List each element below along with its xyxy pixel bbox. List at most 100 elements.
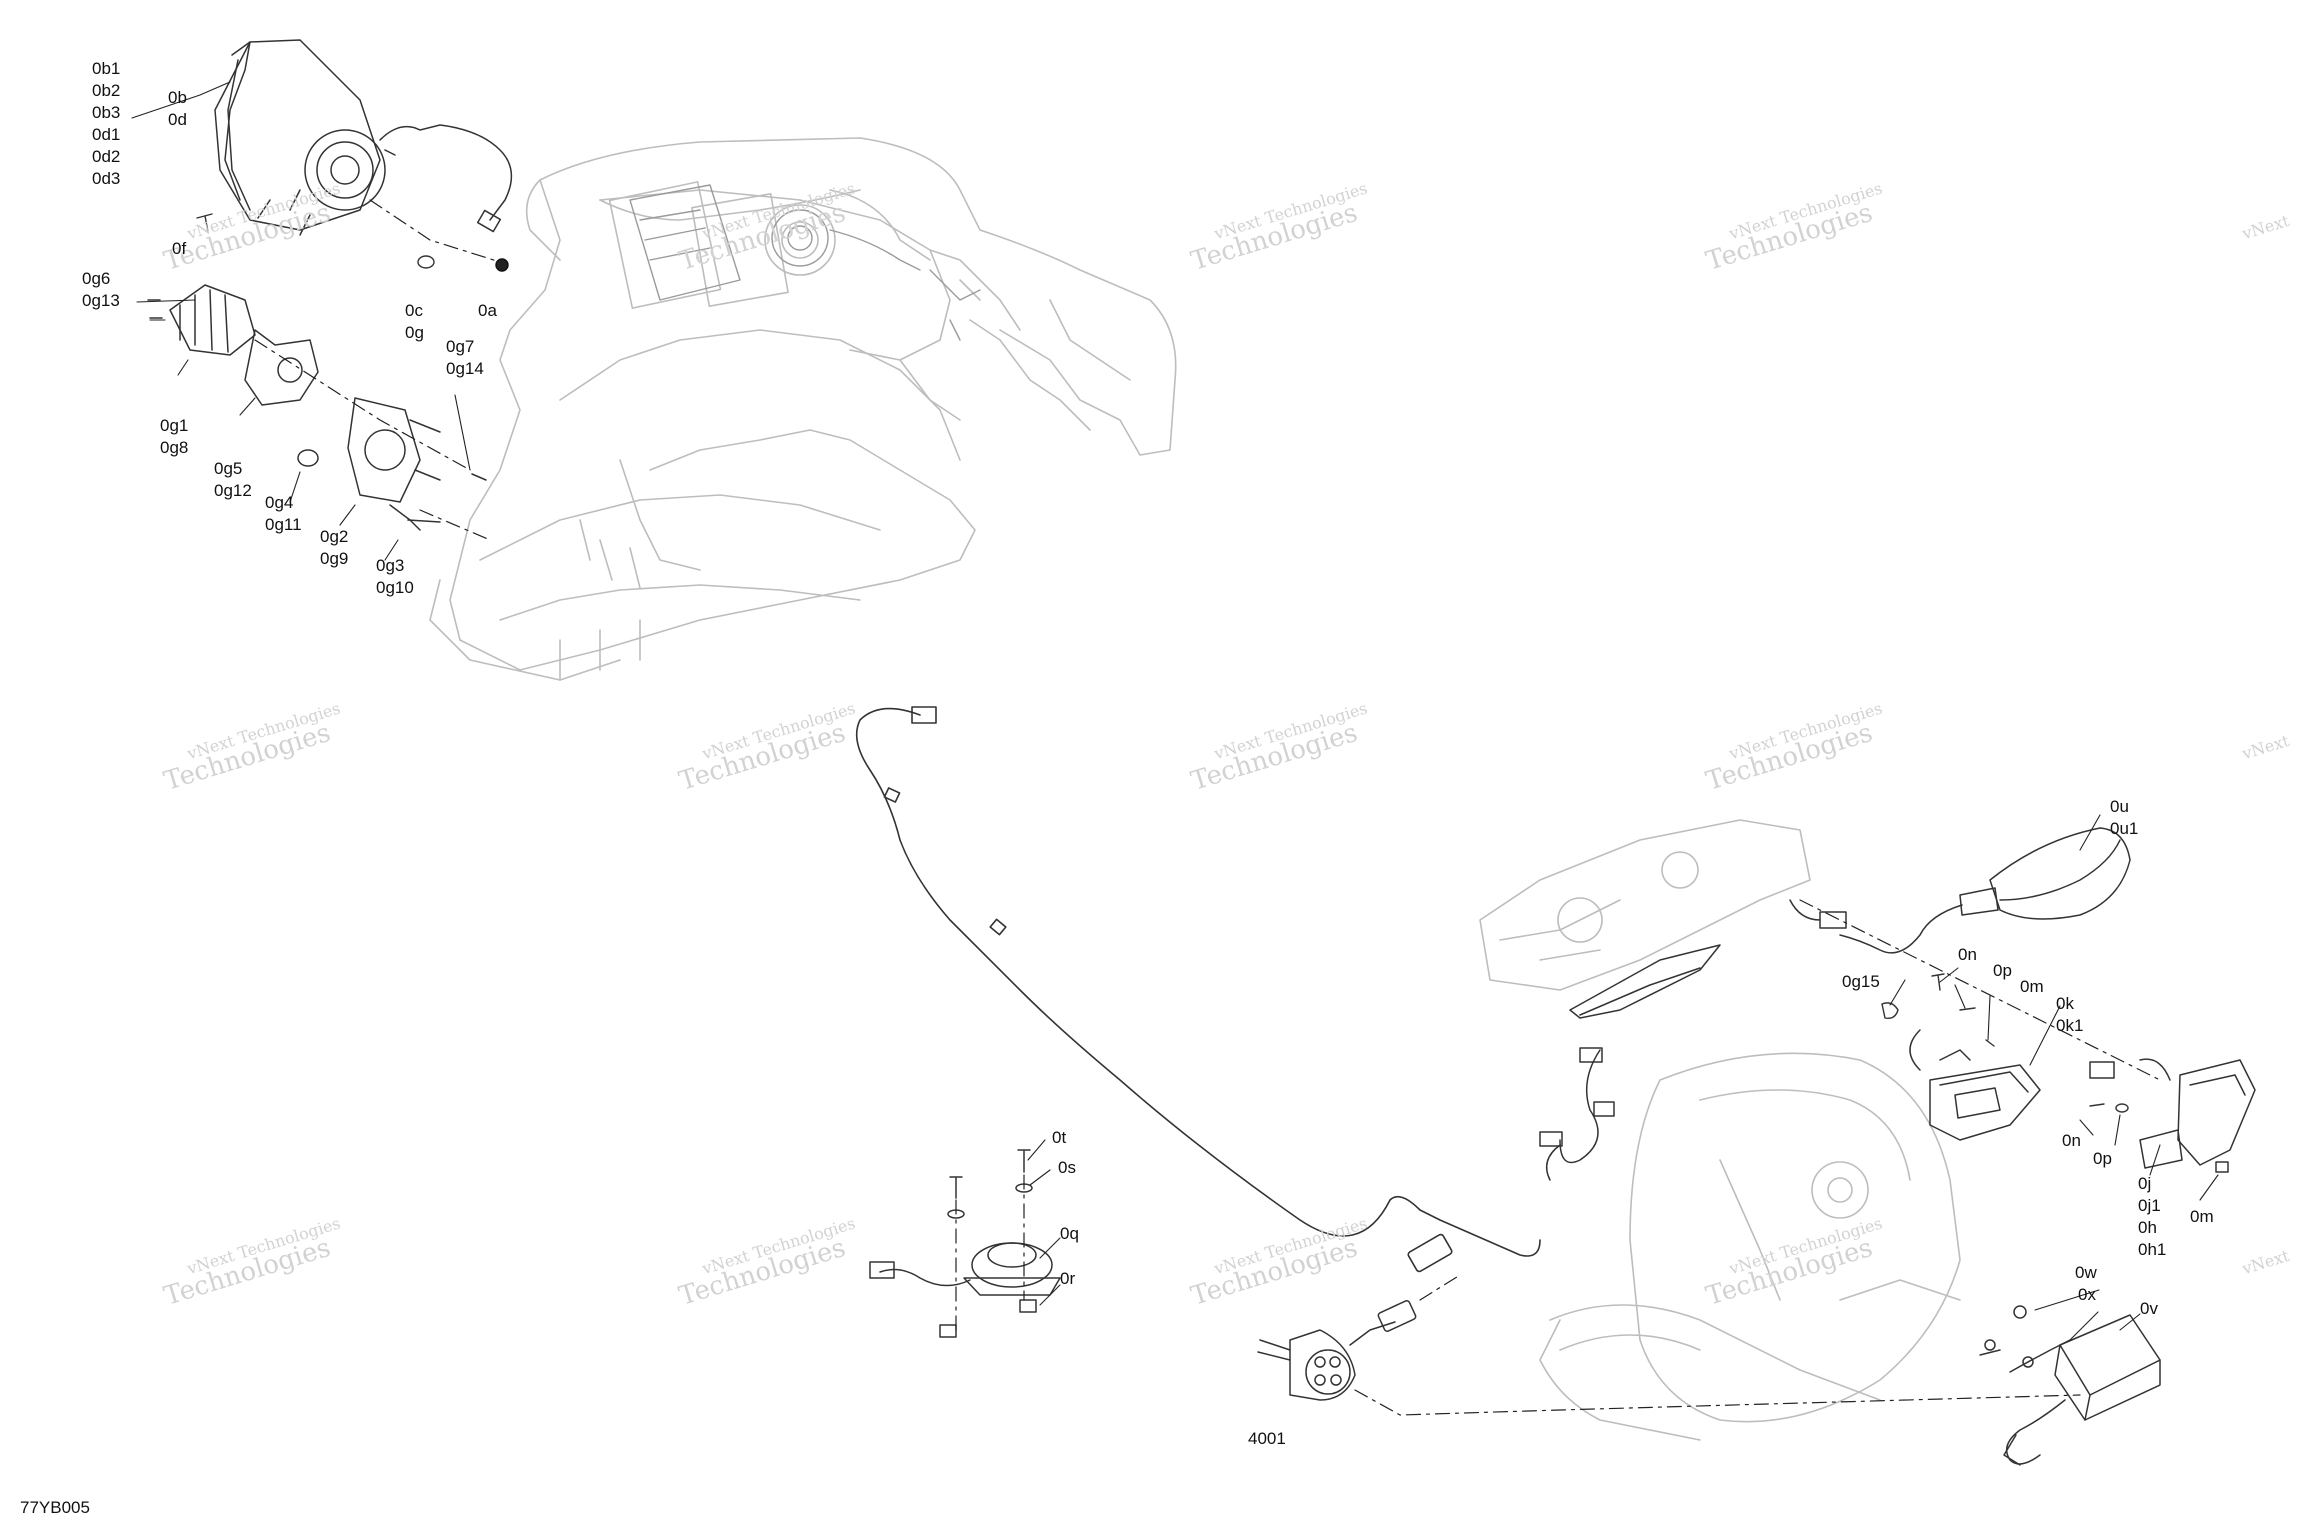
callout-part-number: 0k1 [2056,1016,2084,1035]
callout-part-number: 0g9 [320,549,349,568]
rear-tail-light [1569,944,1721,1019]
signal-dashline [1799,899,2161,1081]
callout-nut-0a: 0a [478,300,497,322]
callout-nut-0w: 0w [2075,1262,2097,1284]
callout-strap-0x: 0x [2078,1284,2096,1306]
leader-lines [131,81,2219,1341]
horn-dashline [955,1174,1025,1331]
callout-screw-0f: 0f [172,238,186,260]
callout-module-0v: 0v [2140,1298,2158,1320]
fairing-frame-detail [629,184,981,341]
callout-part-number: 0m [2190,1207,2214,1226]
callout-part-number: 0w [2075,1263,2097,1282]
callout-nut-0n-upper: 0n [1958,944,1977,966]
callout-part-number: 0p [1993,961,2012,980]
callout-part-number: 0g2 [320,527,349,546]
callout-part-number: 0g8 [160,438,189,457]
front-fairing-frame [429,137,1177,681]
callout-part-number: 0n [2062,1131,2081,1150]
callout-part-number: 0v [2140,1299,2158,1318]
callout-part-number: 0g3 [376,556,405,575]
callout-part-number: 0h [2138,1218,2157,1237]
callout-headlamp: 0b1 0b2 0b3 0d1 0d2 0d3 [92,58,120,190]
callout-part-number: 0b2 [92,81,121,100]
callout-part-number: 0d3 [92,169,121,188]
callout-part-number: 0b1 [92,59,121,78]
callout-part-number: 0c [405,301,423,320]
callout-nut-0r: 0r [1060,1268,1075,1290]
reference-code: 77YB005 [20,1498,90,1517]
callout-horn: 0q [1060,1223,1079,1245]
clip-0c [417,255,435,269]
callout-part-number: 0h1 [2138,1240,2167,1259]
callout-adjuster: 0g3 0g10 [376,555,414,599]
callout-part-number: 0g6 [82,269,111,288]
callout-part-number: 0g1 [160,416,189,435]
callout-part-number: 0g15 [1842,972,1880,991]
callout-part-number: 0f [172,239,187,258]
callout-part-number: 0g14 [446,359,484,378]
callout-part-number: 0g12 [214,481,252,500]
callout-part-number: 0j [2138,1174,2152,1193]
callout-part-number: 0d [168,110,187,129]
callout-part-number: 0b3 [92,103,121,122]
signal-small-parts [1881,973,2129,1113]
harness-cable [855,706,1541,1273]
callout-part-number: 0a [478,301,497,320]
callout-part-number: 0j1 [2138,1196,2161,1215]
callout-clip-0m-upper: 0m [2020,976,2044,998]
callout-lamp-housing: 0g5 0g12 [214,458,252,502]
callout-part-number: 0g10 [376,578,414,597]
mirror-signal-unit [1789,827,2131,954]
callout-part-number: 0g [405,323,424,342]
callout-part-number: 0k [2056,994,2074,1013]
callout-connector-0g15: 0g15 [1842,971,1880,993]
callout-washer-0p-lower: 0p [2093,1148,2112,1170]
callout-part-number: 4001 [1248,1429,1286,1448]
callout-part-number: 0g5 [214,459,243,478]
callout-washer-0p-upper: 0p [1993,960,2012,982]
headlamp-dashline [369,199,501,263]
callout-part-number: 0q [1060,1224,1079,1243]
signal-right-unit [2089,1058,2256,1173]
callout-part-number: 0g13 [82,291,120,310]
callout-nut-0n-lower: 0n [2062,1130,2081,1152]
sensor-harness-dashline [1419,1274,1461,1301]
callout-screw-0t: 0t [1052,1127,1066,1149]
nut-0a [495,258,509,272]
rear-harness [1539,1047,1615,1181]
fog-lamp-group [147,284,487,531]
callout-part-number: 0r [1060,1269,1076,1288]
callout-part-number: 0d2 [92,147,121,166]
callout-signal-right: 0j 0j1 0h 0h1 [2138,1173,2166,1261]
callout-part-number: 0g7 [446,337,475,356]
callout-part-number: 0m [2020,977,2044,996]
callout-sensor-4001: 4001 [1248,1428,1286,1450]
adjuster-dashline [419,509,491,541]
callout-part-number: 0t [1052,1128,1067,1147]
callout-part-number: 0x [2078,1285,2096,1304]
callout-screws-0g6: 0g6 0g13 [82,268,120,312]
sensor-dashline [1354,1389,2081,1416]
sensor-4001-unit [1257,1299,1417,1401]
callout-part-number: 0n [1958,945,1977,964]
signal-left-unit [1909,1029,2041,1141]
callout-clip-0m-lower: 0m [2190,1206,2214,1228]
callout-part-number: 0b [168,88,187,107]
callout-part-number: 0g11 [265,515,302,534]
callout-part-number: 0s [1058,1158,1076,1177]
callout-part-number: 0d1 [92,125,121,144]
callout-part-number: 0u [2110,797,2129,816]
callout-screw-0g7: 0g7 0g14 [446,336,484,380]
horn-assembly [869,1149,1061,1338]
headlamp-assembly [214,39,513,236]
callout-part-number: 0u1 [2110,819,2139,838]
